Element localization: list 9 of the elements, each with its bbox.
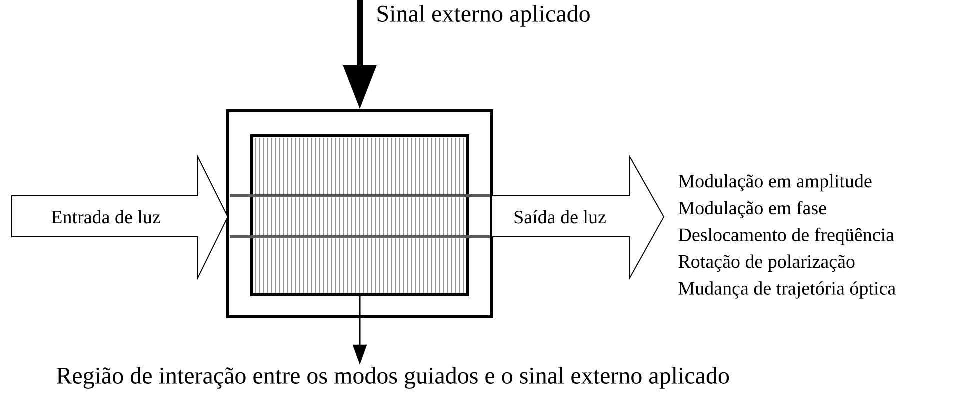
hatched-box: [250, 134, 470, 296]
effect-text: Modulação em amplitude: [678, 174, 872, 192]
edge-label: Sinal externo aplicado: [378, 5, 590, 27]
outer-box: [226, 110, 494, 318]
effect-text: Deslocamento de freqüência: [678, 228, 894, 246]
caption-text: Região de interação entre os modos guiados e o sinal externo aplicado: [56, 367, 730, 389]
effect-text: Mudança de trajetória óptica: [678, 282, 896, 299]
effect-text: Modulação em fase: [678, 201, 826, 219]
effect-text: Rotação de polarização: [678, 254, 855, 272]
